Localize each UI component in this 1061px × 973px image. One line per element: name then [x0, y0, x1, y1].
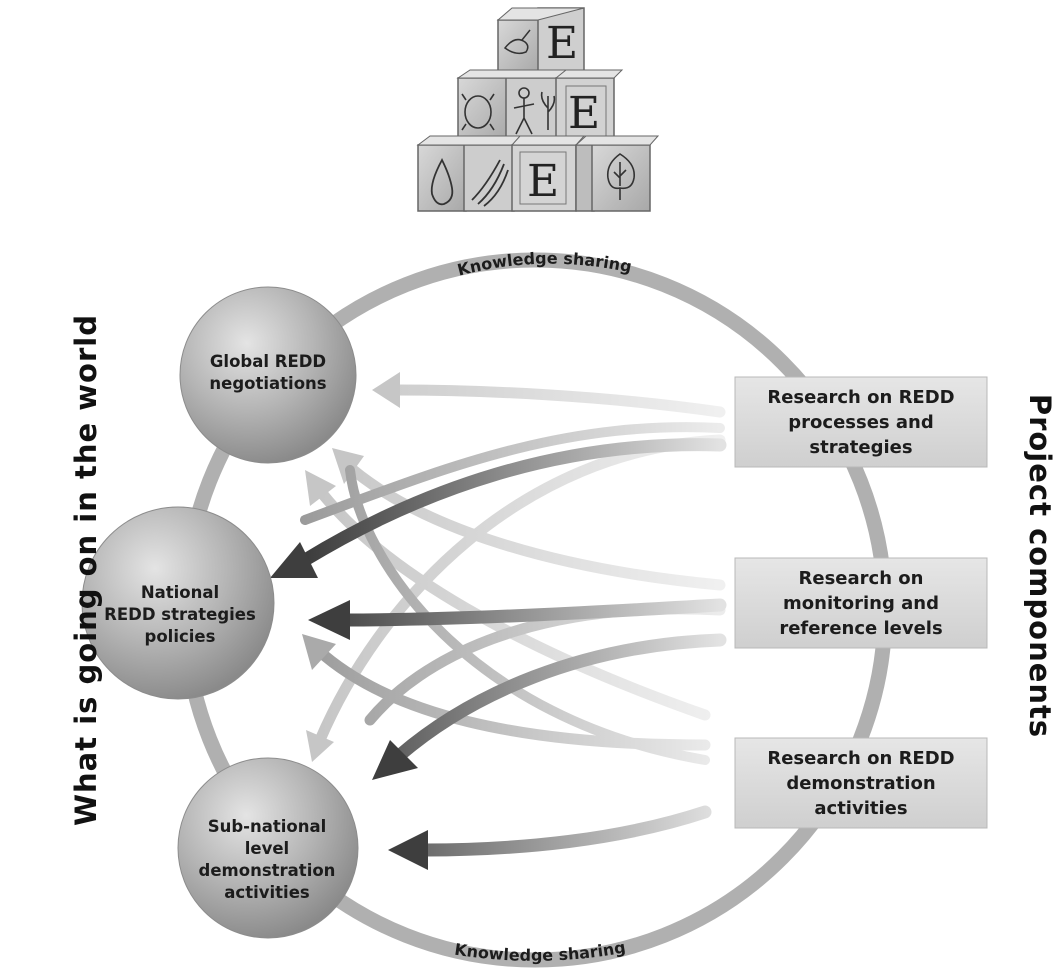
banana-icon — [471, 159, 509, 207]
arrow-demonstration-to-global — [312, 482, 711, 721]
logo-letter-3: E — [527, 156, 559, 207]
arrowhead-processes-to-global — [372, 372, 400, 408]
arrow-monitoring-to-national — [338, 598, 727, 627]
logo-letter-1: E — [546, 18, 578, 69]
right-side-label: Project components — [1023, 394, 1057, 738]
component-label-line: monitoring and — [783, 593, 939, 614]
arrowhead-processes-to-subnational — [306, 730, 334, 762]
block-bottom-right — [574, 135, 660, 212]
plant-icon — [540, 91, 556, 130]
bird-icon — [503, 29, 531, 55]
water-drop-icon — [430, 158, 454, 206]
component-box-demonstration: Research on REDD demonstration activitie… — [734, 737, 988, 829]
node-label-line: demonstration — [199, 861, 336, 880]
arrowhead-demonstration-to-national — [302, 634, 336, 670]
arrow-demonstration-to-subnational — [418, 805, 712, 857]
node-label-line: negotiations — [209, 374, 326, 393]
arrow-processes-to-national — [298, 438, 727, 567]
arrowhead-monitoring-to-subnational — [372, 740, 418, 780]
node-label-line: level — [245, 839, 289, 858]
component-box-processes: Research on REDD processes and strategie… — [734, 376, 988, 468]
component-box-monitoring: Research on monitoring and reference lev… — [734, 557, 988, 649]
arrow-demonstration-to-processes-curve — [345, 465, 710, 765]
node-subnational-demonstration: Sub-national level demonstration activit… — [177, 757, 359, 939]
logo-blocks: E E — [416, 7, 660, 212]
node-global-redd-negotiations: Global REDD negotiations — [179, 286, 357, 464]
tortoise-icon — [461, 93, 495, 131]
node-label-line: REDD strategies — [104, 605, 256, 624]
node-national-redd-strategies: National REDD strategies policies — [81, 506, 275, 700]
influence-arrows — [270, 372, 727, 870]
block-top-left: E — [496, 7, 585, 73]
component-label-line: processes and — [788, 412, 933, 433]
component-label-line: demonstration — [786, 773, 935, 794]
logo-letter-2: E — [568, 88, 600, 139]
arrow-monitoring-to-subnational-dark — [393, 633, 727, 762]
arrowhead-demonstration-to-subnational — [388, 830, 428, 870]
left-side-label: What is going on in the world — [69, 314, 103, 826]
node-label-line: National — [141, 583, 219, 602]
tree-icon — [606, 153, 636, 200]
component-label-line: reference levels — [779, 618, 942, 639]
component-label-line: Research on REDD — [767, 387, 954, 408]
arrow-processes-to-global — [389, 384, 726, 418]
node-label-line: policies — [145, 627, 216, 646]
arrowhead-monitoring-to-national — [308, 600, 350, 640]
arrowhead-processes-to-national — [270, 542, 318, 578]
component-label-line: activities — [814, 798, 907, 819]
component-label-line: Research on REDD — [767, 748, 954, 769]
node-label-line: Global REDD — [210, 352, 326, 371]
arrowhead-demonstration-to-global — [305, 470, 336, 506]
block-middle-right: E — [554, 69, 624, 145]
block-bottom-left — [416, 135, 524, 212]
person-icon — [513, 87, 535, 135]
node-label-line: Sub-national — [208, 817, 327, 836]
component-label-line: strategies — [809, 437, 912, 458]
block-bottom-middle: E — [510, 135, 586, 212]
block-middle-left — [456, 69, 572, 141]
component-label-line: Research on — [799, 568, 924, 589]
node-label-line: activities — [224, 883, 310, 902]
